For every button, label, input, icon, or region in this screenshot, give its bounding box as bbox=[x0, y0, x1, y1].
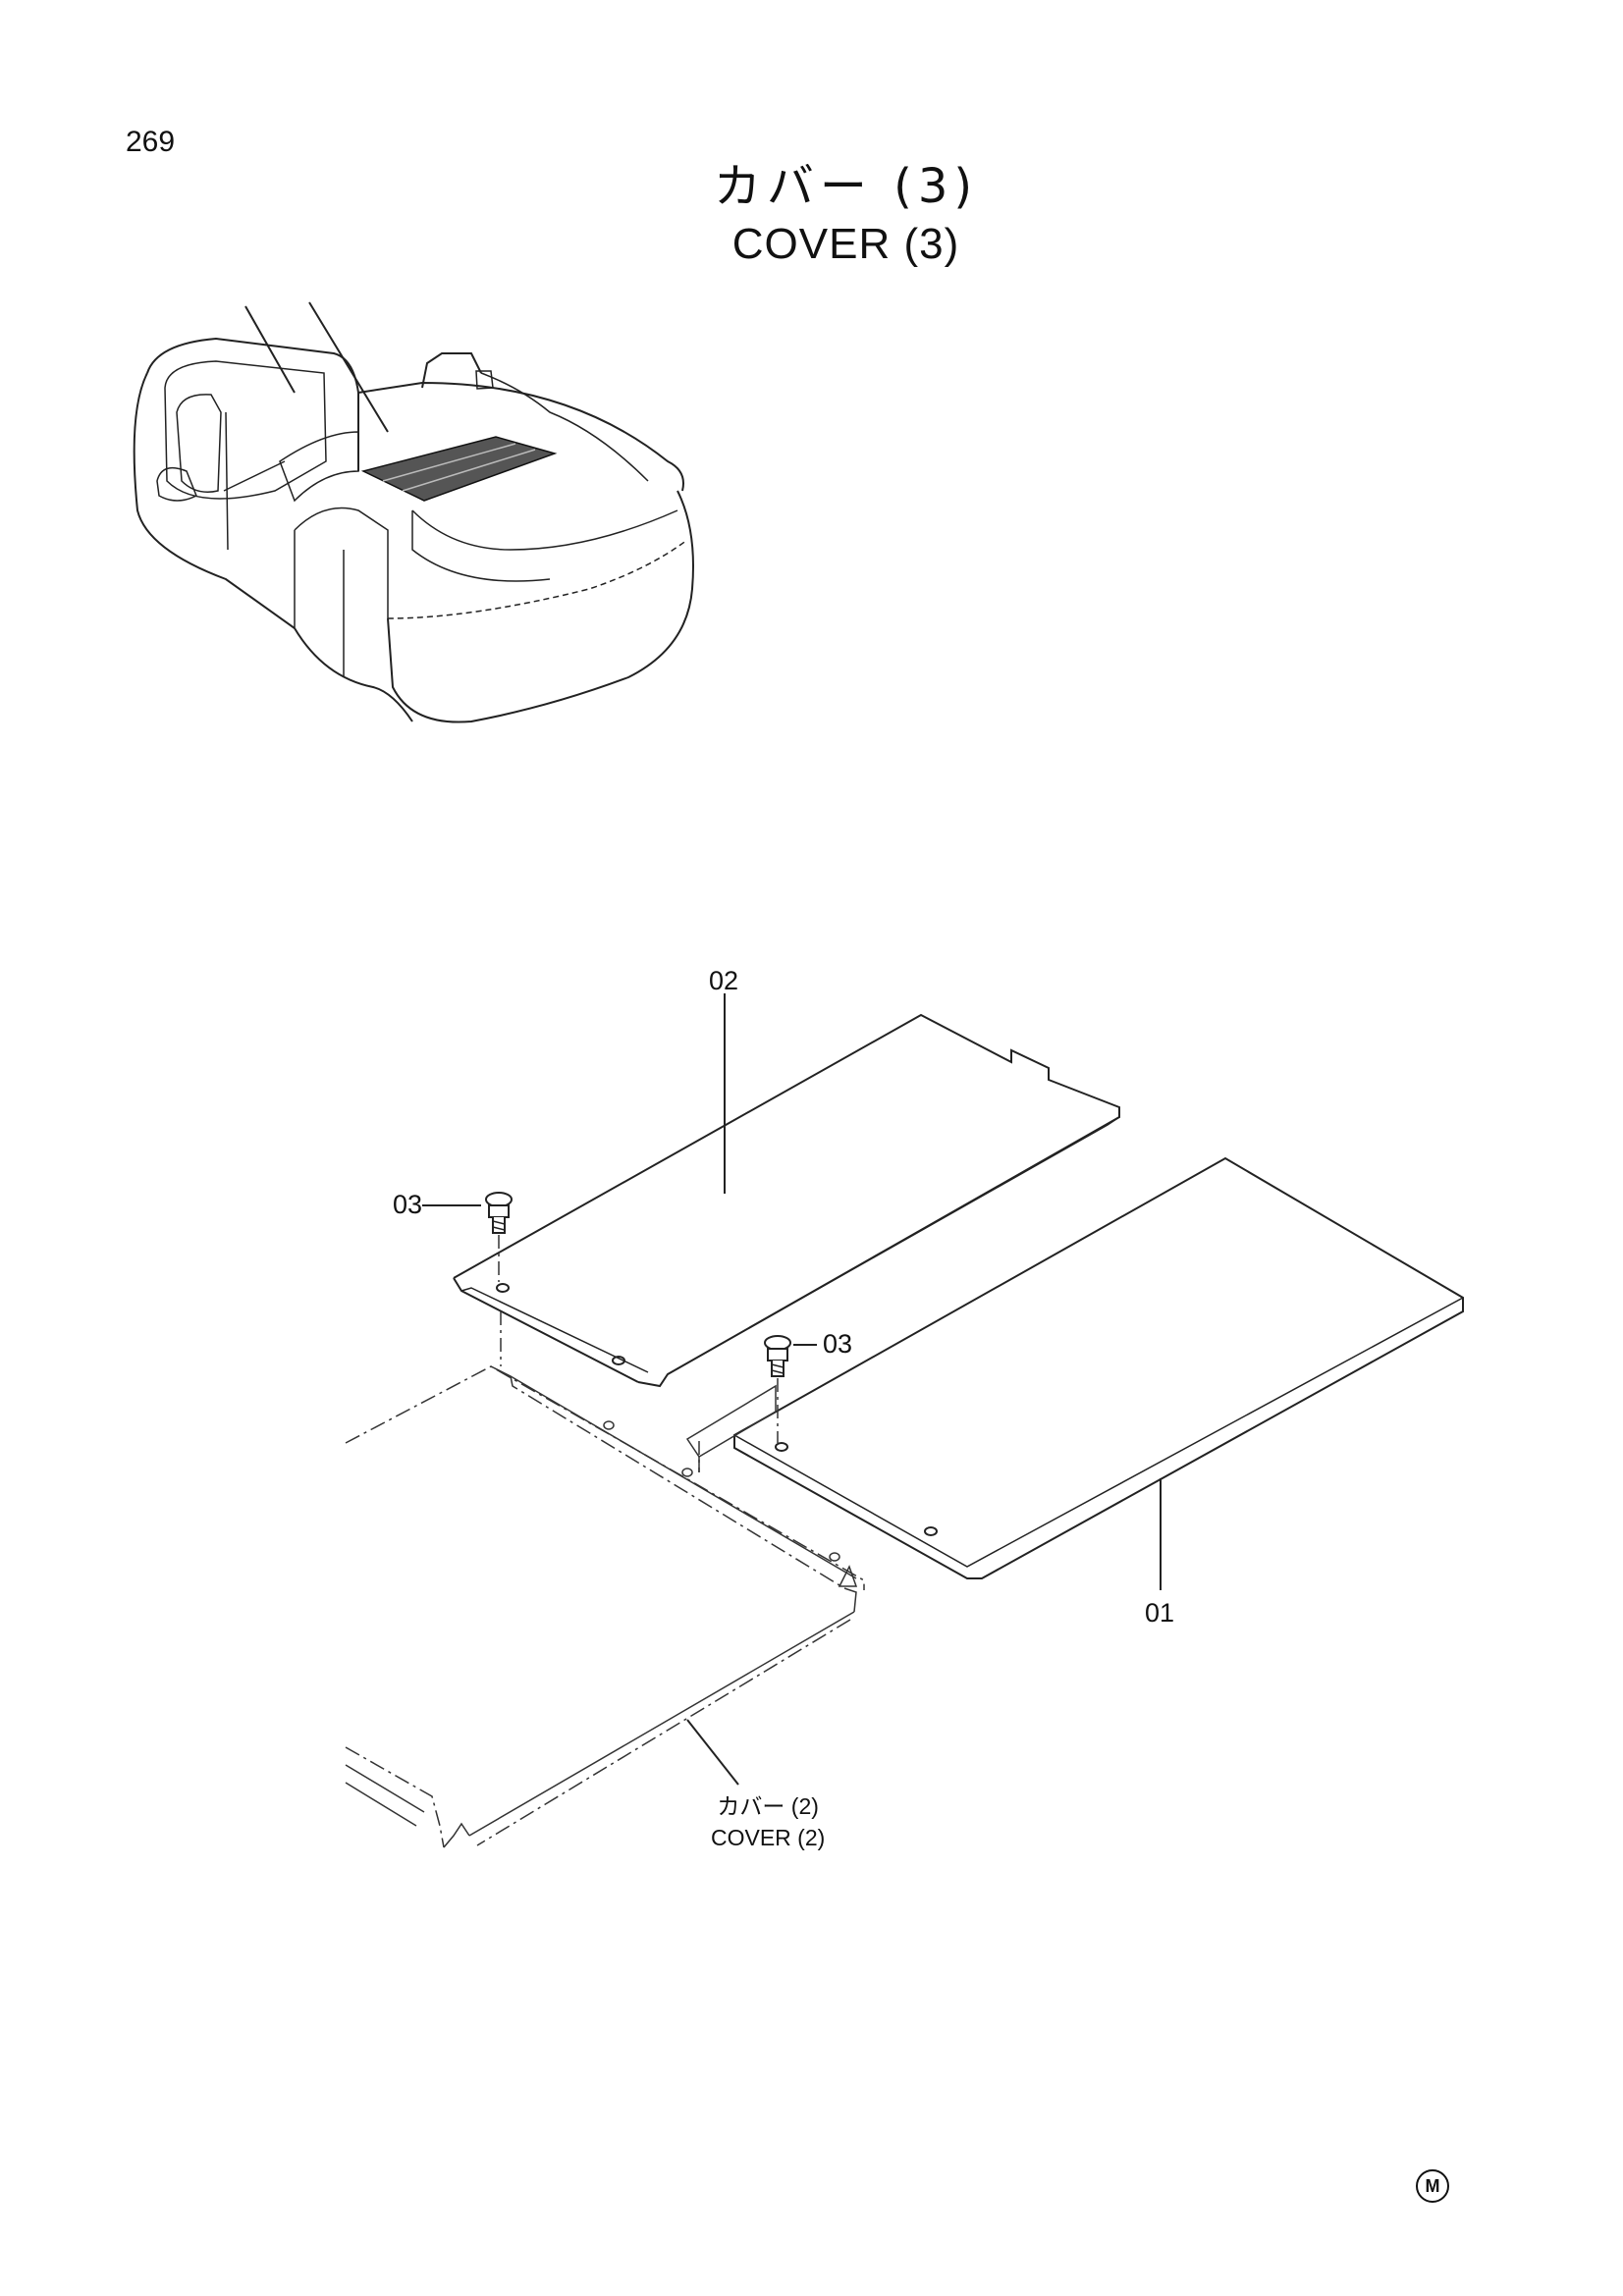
cover-2-reference-panel bbox=[345, 1365, 865, 1848]
cover-2-reference-label: カバー (2) COVER (2) bbox=[711, 1790, 825, 1853]
title-japanese: カバー (3) bbox=[713, 159, 979, 214]
corner-m-mark: M bbox=[1416, 2169, 1449, 2203]
part-01-cover-panel bbox=[733, 1156, 1464, 1579]
reference-japanese: カバー (2) bbox=[717, 1793, 819, 1819]
leader-lines bbox=[422, 993, 1162, 1786]
callout-part-01: 01 bbox=[1145, 1598, 1175, 1628]
excavator-overview bbox=[133, 301, 694, 723]
assembly-center-lines bbox=[498, 1235, 779, 1472]
part-02-cover-panel bbox=[453, 1013, 1120, 1388]
title-english: COVER (3) bbox=[731, 220, 960, 268]
callout-part-02: 02 bbox=[709, 966, 739, 995]
part-03-bolt-right bbox=[764, 1335, 791, 1377]
callout-part-03-right: 03 bbox=[823, 1329, 853, 1359]
page-number: 269 bbox=[126, 126, 176, 158]
reference-english: COVER (2) bbox=[711, 1825, 826, 1850]
callout-part-03-left: 03 bbox=[393, 1190, 423, 1219]
part-03-bolt-left bbox=[485, 1192, 513, 1234]
title-block: カバー (3) COVER (3) bbox=[0, 147, 1623, 269]
